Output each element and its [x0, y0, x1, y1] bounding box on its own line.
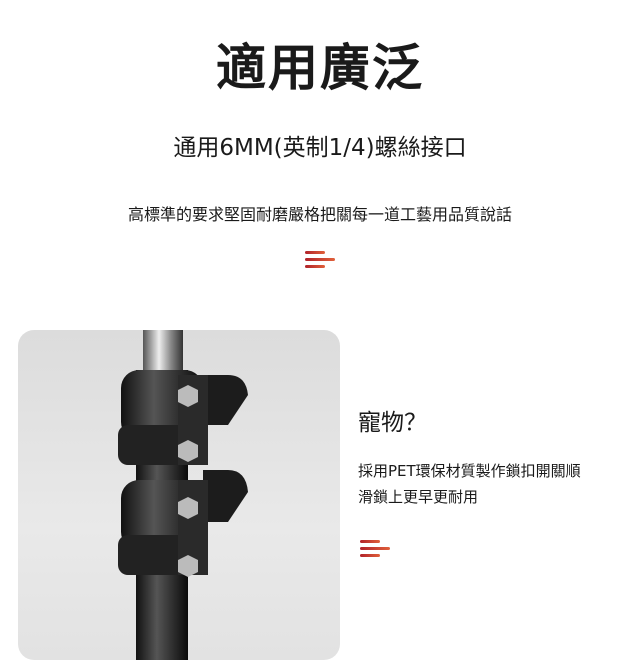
clamp-upper	[118, 370, 248, 465]
feature-text: 採用PET環保材質製作鎖扣開關順 滑鎖上更早更耐用	[358, 458, 638, 510]
accent-bars-icon	[305, 251, 337, 269]
accent-bars-icon	[360, 540, 392, 558]
feature-line: 滑鎖上更早更耐用	[358, 488, 479, 506]
description: 高標準的要求堅固耐磨嚴格把關每一道工藝用品質說話	[127, 205, 512, 224]
clamp-lower	[118, 470, 248, 577]
feature-title: 寵物？	[358, 410, 427, 436]
page-title: 適用廣泛	[216, 39, 424, 97]
product-photo	[18, 330, 340, 660]
feature-line: 採用PET環保材質製作鎖扣開關順	[358, 462, 581, 480]
subtitle: 通用6MM(英制1/4)螺絲接口	[173, 135, 467, 161]
